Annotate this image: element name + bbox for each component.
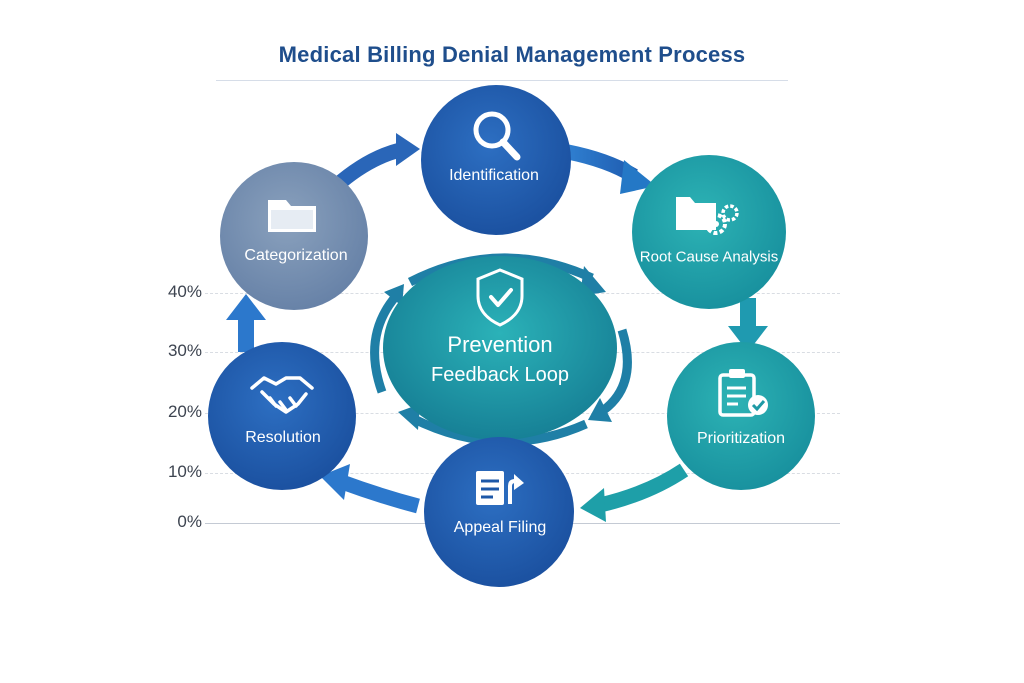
step-circle-appeal-filing [424, 437, 574, 587]
axis-tick-label: 40% [167, 282, 202, 301]
step-label-categorization: Categorization [244, 247, 348, 264]
arrow-root-cause-to-prioritization [728, 298, 768, 352]
step-circle-identification [421, 85, 571, 235]
arrow-appeal-to-resolution [320, 464, 420, 514]
axis-tick-label: 20% [167, 402, 202, 421]
step-label-appeal-filing: Appeal Filing [453, 519, 547, 536]
step-label-identification: Identification [449, 167, 539, 184]
folder-icon [268, 200, 316, 232]
document-upload-icon [476, 471, 524, 505]
arrow-resolution-to-categorization [226, 294, 266, 352]
diagram-title: Medical Billing Denial Management Proces… [278, 42, 746, 67]
step-circle-resolution [208, 342, 356, 490]
step-circle-categorization [220, 162, 368, 310]
arrow-identification-to-root-cause [566, 144, 656, 194]
magnifier-icon [473, 111, 521, 161]
center-title-line1: Prevention [447, 332, 553, 357]
step-label-root-cause-analysis: Root Cause Analysis [639, 248, 779, 266]
center-title-line2: Feedback Loop [431, 364, 569, 386]
arrow-categorization-to-identification [331, 133, 420, 192]
title-divider [216, 80, 788, 81]
step-label-resolution: Resolution [245, 429, 321, 446]
shield-check-icon [476, 268, 524, 327]
folder-gear-icon [676, 197, 739, 235]
axis-tick-label: 30% [167, 341, 202, 360]
center-circle [383, 256, 617, 440]
arrow-prioritization-to-appeal [580, 463, 689, 522]
axis-tick-label: 0% [177, 512, 202, 531]
step-label-prioritization: Prioritization [696, 430, 786, 447]
clipboard-check-icon [718, 369, 768, 417]
handshake-icon [250, 376, 314, 414]
axis-tick-label: 10% [167, 462, 202, 481]
